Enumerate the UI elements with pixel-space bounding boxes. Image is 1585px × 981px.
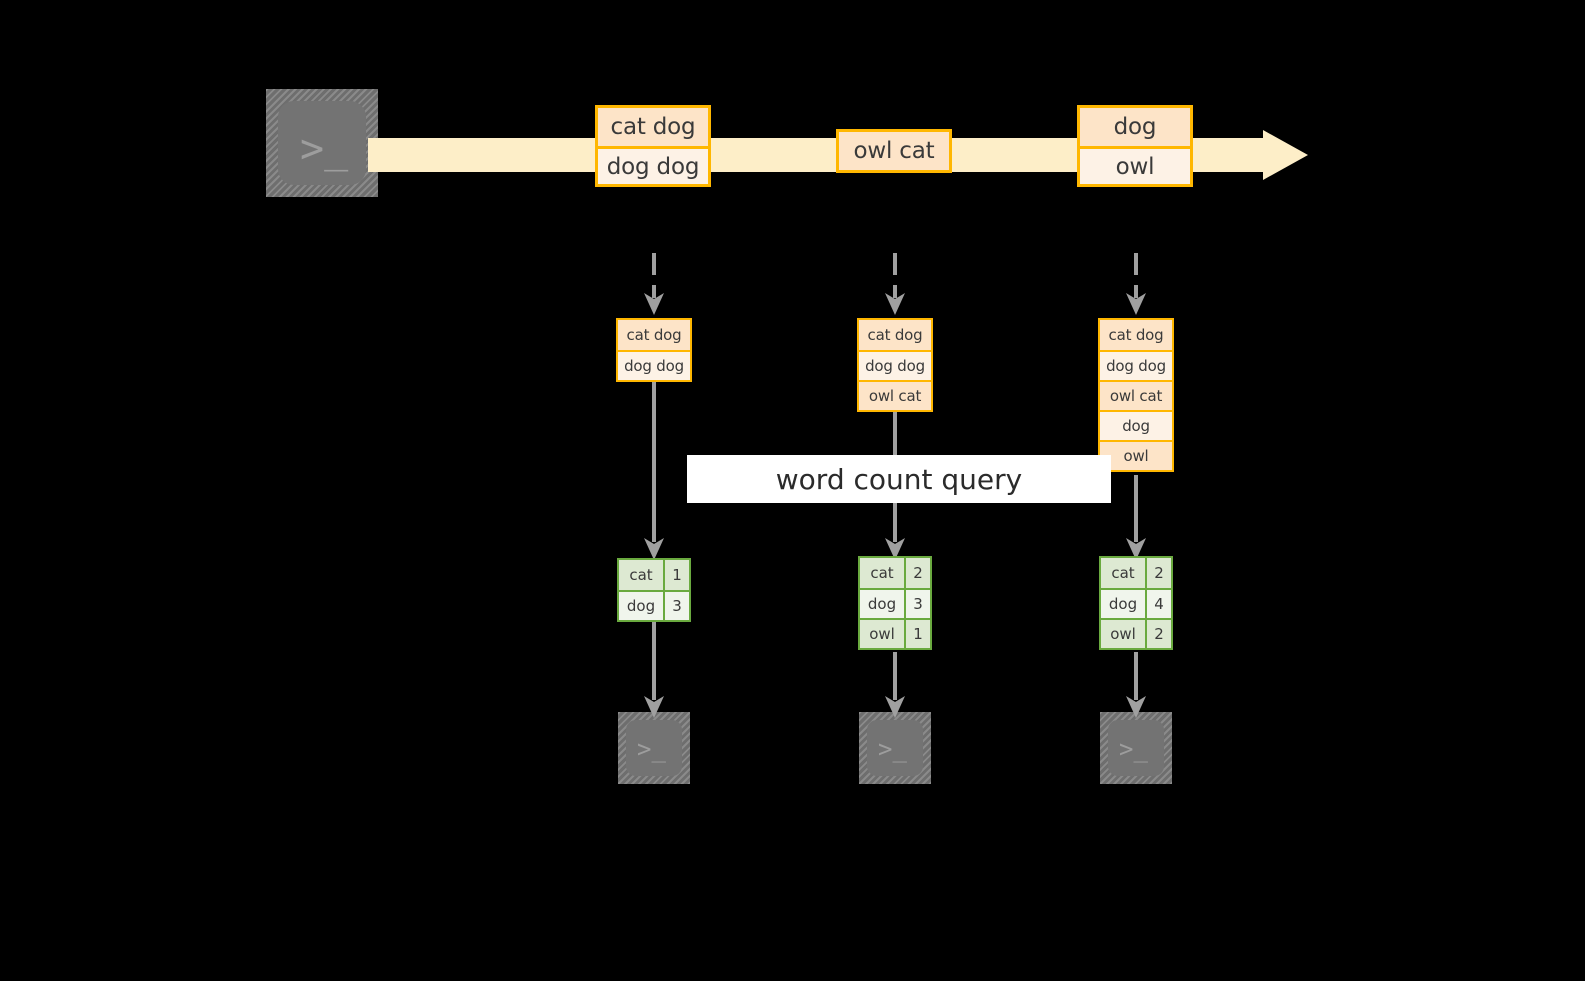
record-line: owl: [1100, 440, 1172, 470]
table-row: dog 4: [1101, 588, 1171, 618]
terminal-prompt-glyph: >_: [878, 735, 907, 763]
snapshot-1-result-table: cat 1 dog 3: [617, 558, 691, 622]
result-count: 2: [1145, 558, 1171, 588]
table-row: cat 1: [619, 560, 689, 590]
record-line: cat dog: [618, 320, 690, 350]
record-line: dog dog: [618, 350, 690, 380]
terminal-prompt-glyph: >_: [300, 126, 349, 172]
result-word: owl: [860, 620, 904, 648]
source-terminal-icon: >_: [266, 89, 378, 197]
feed-arrow-2: [884, 253, 906, 315]
snapshot-2-sink-terminal-icon: >_: [859, 712, 931, 784]
record-line: cat dog: [859, 320, 931, 350]
terminal-screen: >_: [867, 720, 923, 776]
result-count: 4: [1145, 590, 1171, 618]
sink-arrow-1: [643, 622, 665, 718]
snapshot-2-accumulated-box: cat dog dog dog owl cat: [857, 318, 933, 412]
record-line: dog dog: [1100, 350, 1172, 380]
result-word: owl: [1101, 620, 1145, 648]
terminal-screen: >_: [278, 101, 366, 185]
snapshot-3-result-table: cat 2 dog 4 owl 2: [1099, 556, 1173, 650]
terminal-prompt-glyph: >_: [1119, 735, 1148, 763]
table-row: owl 2: [1101, 618, 1171, 648]
terminal-screen: >_: [626, 720, 682, 776]
record-line: dog dog: [598, 146, 708, 184]
table-row: dog 3: [860, 588, 930, 618]
result-word: dog: [619, 592, 663, 620]
sink-arrow-2: [884, 652, 906, 718]
query-label-text: word count query: [775, 462, 1023, 496]
result-word: dog: [860, 590, 904, 618]
result-word: dog: [1101, 590, 1145, 618]
record-line: dog dog: [859, 350, 931, 380]
sink-arrow-3: [1125, 652, 1147, 718]
stream-batch-1: cat dog dog dog: [595, 105, 711, 187]
terminal-screen: >_: [1108, 720, 1164, 776]
result-count: 1: [663, 560, 689, 590]
table-row: cat 2: [860, 558, 930, 588]
result-count: 2: [1145, 620, 1171, 648]
record-line: cat dog: [598, 108, 708, 146]
record-line: owl cat: [1100, 380, 1172, 410]
result-word: cat: [1101, 558, 1145, 588]
result-count: 2: [904, 558, 930, 588]
result-count: 3: [904, 590, 930, 618]
record-line: owl cat: [859, 380, 931, 410]
snapshot-3-accumulated-box: cat dog dog dog owl cat dog owl: [1098, 318, 1174, 472]
table-row: owl 1: [860, 618, 930, 648]
result-word: cat: [619, 560, 663, 590]
result-count: 3: [663, 592, 689, 620]
query-arrow-1: [643, 382, 665, 560]
stream-batch-3: dog owl: [1077, 105, 1193, 187]
record-line: dog: [1080, 108, 1190, 146]
terminal-prompt-glyph: >_: [637, 735, 666, 763]
record-line: owl cat: [839, 132, 949, 170]
record-line: dog: [1100, 410, 1172, 440]
snapshot-1-sink-terminal-icon: >_: [618, 712, 690, 784]
snapshot-2-result-table: cat 2 dog 3 owl 1: [858, 556, 932, 650]
feed-arrow-1: [643, 253, 665, 315]
result-count: 1: [904, 620, 930, 648]
query-arrow-3: [1125, 475, 1147, 560]
record-line: cat dog: [1100, 320, 1172, 350]
record-line: owl: [1080, 146, 1190, 184]
result-word: cat: [860, 558, 904, 588]
feed-arrow-3: [1125, 253, 1147, 315]
query-label-banner: word count query: [687, 455, 1111, 503]
stream-batch-2: owl cat: [836, 129, 952, 173]
table-row: dog 3: [619, 590, 689, 620]
snapshot-3-sink-terminal-icon: >_: [1100, 712, 1172, 784]
table-row: cat 2: [1101, 558, 1171, 588]
snapshot-1-accumulated-box: cat dog dog dog: [616, 318, 692, 382]
